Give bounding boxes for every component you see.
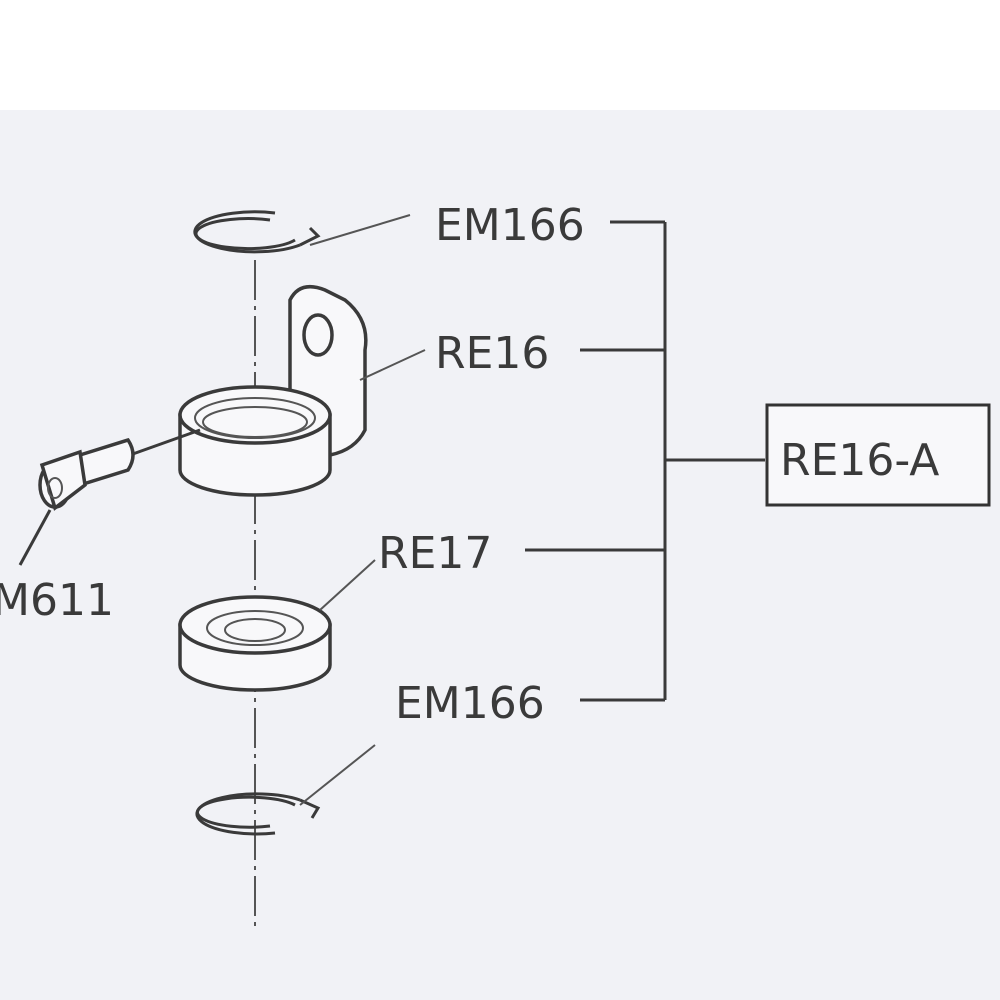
bottom-retaining-ring bbox=[195, 792, 321, 836]
bearing-re17 bbox=[178, 595, 332, 692]
assembly-box bbox=[765, 403, 991, 507]
label-em166-bottom: EM166 bbox=[395, 678, 545, 729]
leader-lines bbox=[299, 214, 765, 806]
label-re16: RE16 bbox=[435, 328, 549, 379]
label-m611: M611 bbox=[0, 575, 114, 626]
label-assembly-re16-a: RE16-A bbox=[780, 435, 939, 486]
label-em166-top: EM166 bbox=[435, 200, 585, 251]
housing-re16 bbox=[178, 284, 368, 497]
label-re17: RE17 bbox=[378, 528, 492, 579]
screw-m611 bbox=[18, 428, 201, 566]
top-margin bbox=[0, 0, 1000, 110]
top-retaining-ring bbox=[193, 210, 321, 254]
